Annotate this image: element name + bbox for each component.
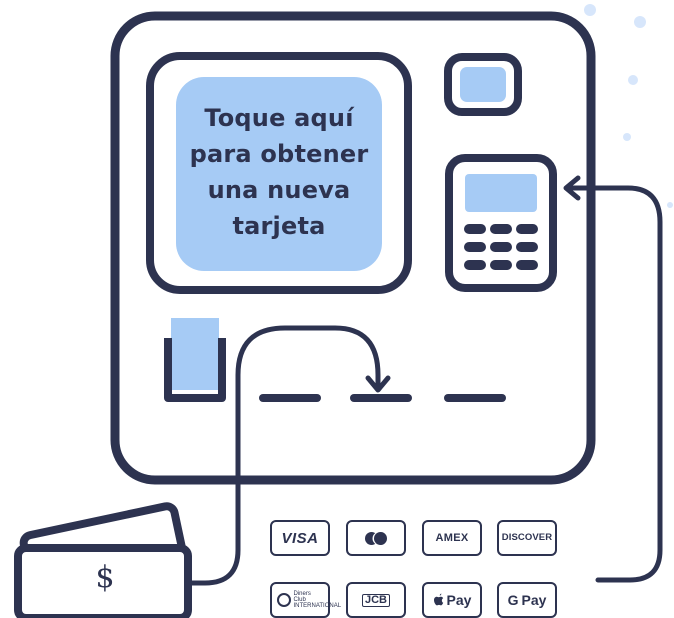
screen-text-line: Toque aquí: [204, 104, 354, 132]
pin-key[interactable]: [490, 242, 512, 252]
pin-key[interactable]: [464, 242, 486, 252]
pin-key[interactable]: [464, 260, 486, 270]
pin-key[interactable]: [516, 224, 538, 234]
bill-front: [14, 544, 192, 618]
amex-label: AMEX: [435, 531, 469, 544]
discover-label: DISCOVER: [501, 532, 553, 544]
touch-screen[interactable]: [176, 77, 382, 271]
pin-key[interactable]: [464, 224, 486, 234]
screen-text-line: una nueva: [207, 176, 351, 204]
camera-lens: [460, 67, 506, 102]
decor-dot: [634, 16, 646, 28]
apple-icon: [433, 593, 443, 606]
dollar-symbol: $: [95, 560, 115, 595]
arrow-head-icon: [563, 175, 581, 201]
apple-pay-logo: Pay: [422, 582, 482, 618]
cash-flow-arrow: [169, 325, 381, 586]
diners-club-logo: Diners Club INTERNATIONAL: [270, 582, 342, 618]
diners-label: Diners Club INTERNATIONAL: [293, 591, 342, 609]
visa-label: VISA: [281, 529, 319, 547]
decor-dot: [628, 75, 638, 85]
google-pay-label: Pay: [521, 592, 547, 608]
screen-message[interactable]: Toque aquí para obtener una nueva tarjet…: [176, 100, 382, 244]
jcb-logo: JCB: [346, 582, 406, 618]
amex-logo: AMEX: [422, 520, 482, 556]
google-g-icon: G: [507, 592, 519, 608]
jcb-label: JCB: [361, 593, 390, 607]
pin-pad-keys: [464, 224, 538, 270]
card-slot: [164, 338, 226, 402]
cash-bills: [14, 502, 192, 618]
discover-logo: DISCOVER: [497, 520, 557, 556]
arrow-head-icon: [365, 375, 391, 393]
pin-key[interactable]: [490, 260, 512, 270]
decor-dot: [584, 4, 596, 16]
google-pay-logo: G Pay: [497, 582, 557, 618]
apple-pay-label: Pay: [446, 592, 472, 608]
diners-circle-icon: [276, 593, 291, 607]
pin-key[interactable]: [490, 224, 512, 234]
screen-text-line: tarjeta: [232, 212, 326, 240]
decor-dot: [623, 133, 631, 141]
dispensed-card: [171, 318, 219, 390]
decor-dot: [667, 202, 673, 208]
visa-logo: VISA: [270, 520, 330, 556]
mastercard-logo: [346, 520, 406, 556]
pin-key[interactable]: [516, 242, 538, 252]
card-flow-arrow: [565, 185, 663, 583]
screen-text-line: para obtener: [189, 140, 369, 168]
pin-pad-display: [465, 174, 537, 212]
mastercard-circles-icon: [365, 531, 387, 545]
pin-key[interactable]: [516, 260, 538, 270]
